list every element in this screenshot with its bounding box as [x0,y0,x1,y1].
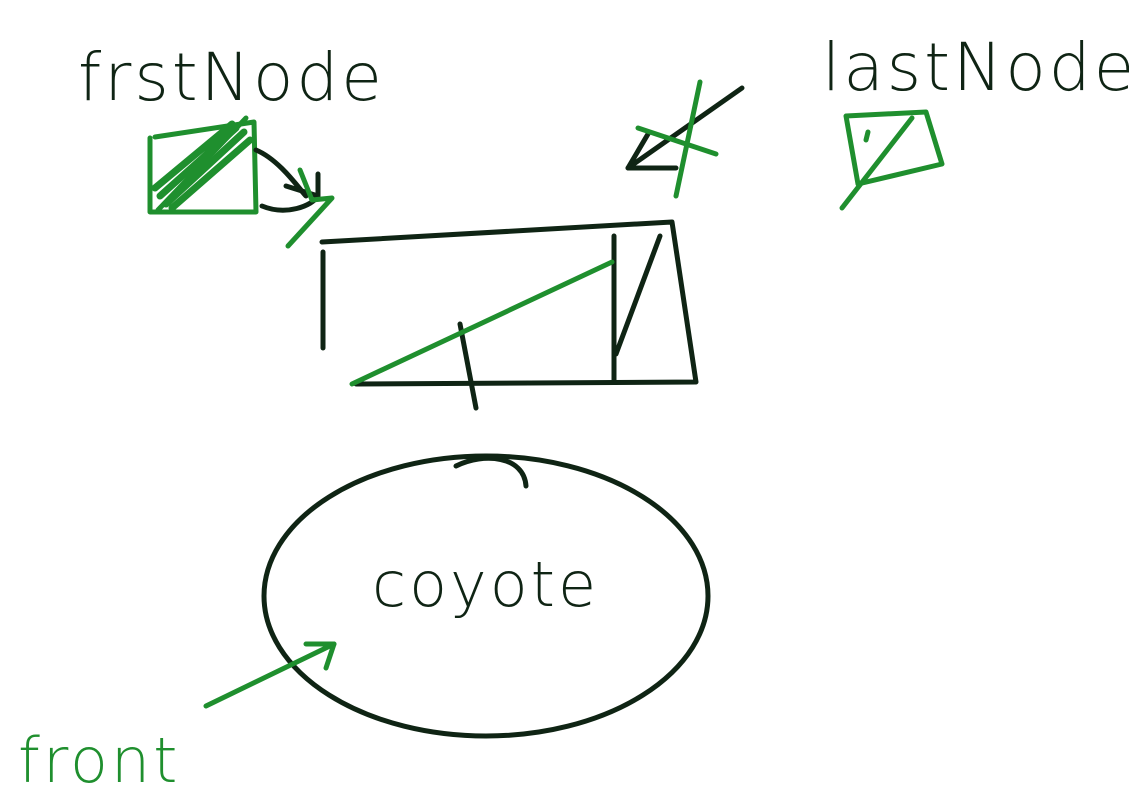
last-node-label: lastNode [822,29,1129,106]
last-node-reference-box [839,109,945,211]
first-node-old-arrow [253,147,335,249]
front-arrow [203,641,337,709]
front-label: front [18,724,181,793]
last-node-old-arrow [625,79,745,199]
data-link-arc [453,455,529,489]
data-ellipse [261,453,711,739]
node-rectangle [319,219,699,411]
first-node-reference-box [147,115,259,215]
node-data-text: coyote [372,548,599,621]
first-node-label: frstNode [78,39,385,116]
